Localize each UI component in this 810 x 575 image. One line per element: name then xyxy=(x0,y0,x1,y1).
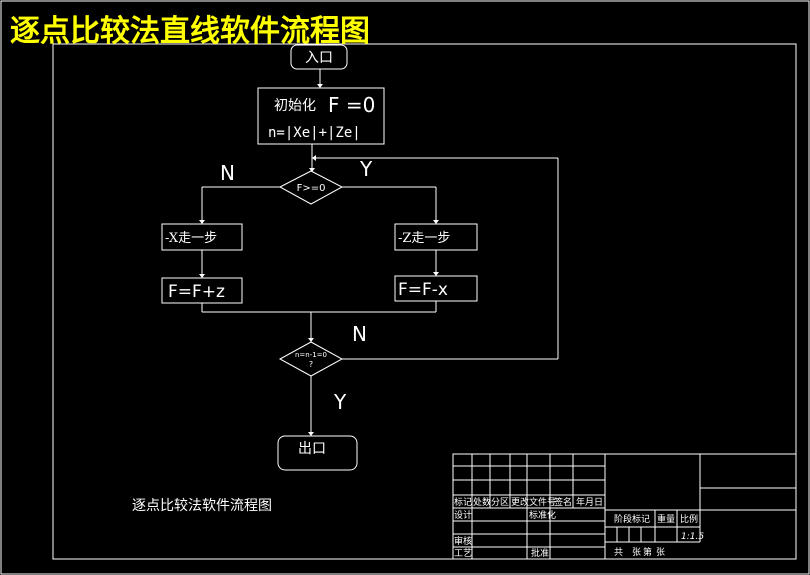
rev-header-doc: 更改文件号 xyxy=(511,496,556,508)
flow-arrow xyxy=(199,274,205,278)
flow-arrow xyxy=(312,155,316,161)
decision-f-label: F>=0 xyxy=(297,183,326,194)
exit-label: 出口 xyxy=(298,441,326,457)
sheets-total-label: 共 xyxy=(614,547,623,558)
init-formula: n=|Xe|+|Ze| xyxy=(268,125,361,141)
rev-header-count: 处数 xyxy=(473,496,491,508)
inner-frame xyxy=(52,43,797,560)
title-block xyxy=(452,453,797,560)
flow-arrow xyxy=(308,338,314,342)
decision-n-q: ? xyxy=(309,360,313,369)
init-expr: F =0 xyxy=(328,93,375,117)
process-label: 工艺 xyxy=(454,548,472,559)
approve-label: 批准 xyxy=(531,547,549,559)
stage-mark-label: 阶段标记 xyxy=(614,513,650,525)
weight-label: 重量 xyxy=(657,513,675,525)
init-label: 初始化 xyxy=(274,97,316,114)
exit-terminal xyxy=(277,435,358,471)
label-y-top: Y xyxy=(359,157,373,181)
init-box xyxy=(257,87,385,145)
flow-arrow xyxy=(309,168,315,172)
step-x-label: -X走一步 xyxy=(165,231,217,246)
label-n-right: N xyxy=(352,322,367,346)
flow-arrow xyxy=(317,84,323,88)
rev-header-mark: 标记 xyxy=(454,496,472,508)
standard-label: 标准化 xyxy=(529,509,556,521)
update-left-label: F=F+z xyxy=(168,282,225,302)
update-right-label: F=F-x xyxy=(398,280,448,300)
flow-arrow xyxy=(433,220,439,224)
step-z-label: -Z走一步 xyxy=(398,231,450,246)
design-label: 设计 xyxy=(454,509,472,521)
scale-value: 1:1.5 xyxy=(681,532,704,542)
label-n-left: N xyxy=(220,161,235,185)
rev-header-sign: 签名 xyxy=(554,496,572,508)
rev-header-date: 年月日 xyxy=(576,496,603,508)
flow-arrow xyxy=(308,432,314,436)
title-block-labels: 标记 处数 分区 更改文件号 签名 年月日 设计 标准化 审核 工艺 批准 阶段… xyxy=(454,496,704,559)
audit-label: 审核 xyxy=(454,535,472,547)
rev-header-zone: 分区 xyxy=(491,497,509,508)
sheet-no-label: 第 xyxy=(643,546,652,558)
decision-n-label: n=n-1=0 xyxy=(295,351,327,359)
scale-label: 比例 xyxy=(680,513,698,525)
flow-arrow xyxy=(199,220,205,224)
label-y-bottom: Y xyxy=(333,390,347,414)
decision-n xyxy=(278,341,344,377)
drawing-caption: 逐点比较法软件流程图 xyxy=(132,498,272,514)
entry-terminal xyxy=(290,44,348,70)
sheets-label: 张 xyxy=(632,547,641,558)
sheet-label: 张 xyxy=(656,547,665,558)
entry-label: 入口 xyxy=(305,50,333,66)
page-title: 逐点比较法直线软件流程图 xyxy=(10,14,370,49)
flow-arrow xyxy=(433,272,439,276)
